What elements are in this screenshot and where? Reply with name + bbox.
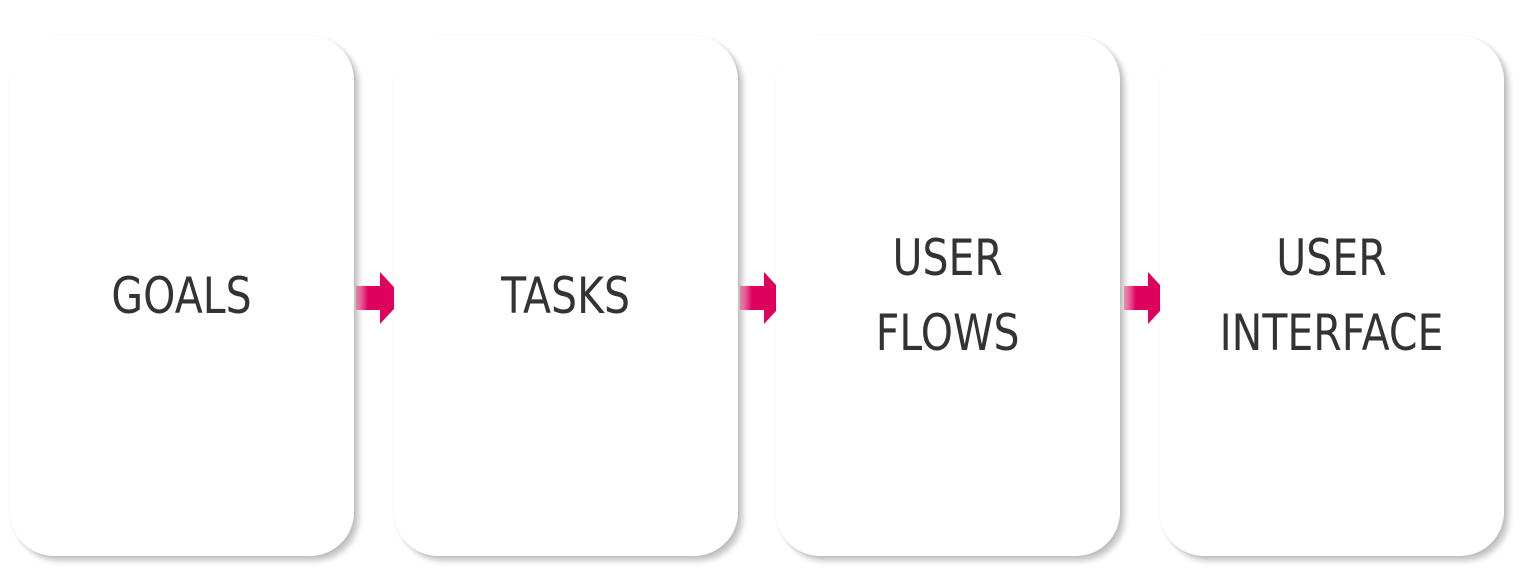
step-label-line: USER [1276,229,1388,287]
step-label-line: TASKS [501,266,631,325]
step-card-goals: GOALS [10,36,354,556]
arrow-right-icon [356,272,404,324]
step-label-goals: GOALS [112,259,252,334]
step-label-line: FLOWS [876,304,1020,362]
step-label-user-flows: USER FLOWS [876,221,1020,371]
step-label-line: INTERFACE [1220,304,1444,362]
step-label-user-interface: USER INTERFACE [1220,221,1444,371]
step-card-user-interface: USER INTERFACE [1160,36,1504,556]
step-card-tasks: TASKS [394,36,738,556]
step-label-line: GOALS [111,266,253,325]
step-label-tasks: TASKS [502,259,631,334]
step-label-line: USER [892,229,1004,287]
step-card-user-flows: USER FLOWS [776,36,1120,556]
